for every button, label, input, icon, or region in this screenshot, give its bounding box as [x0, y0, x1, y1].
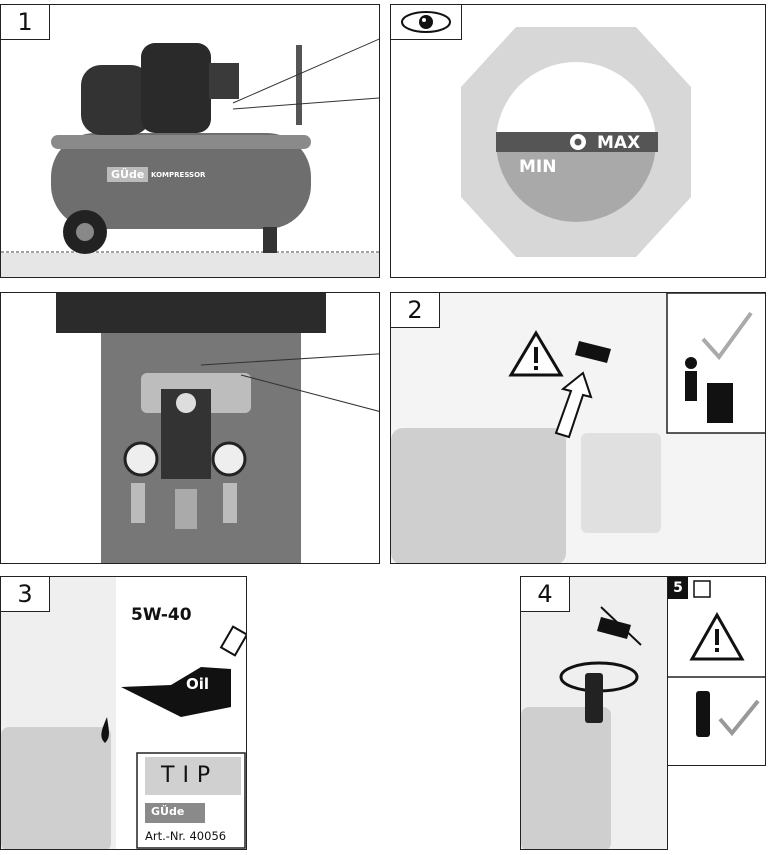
panel-2-remove-plug: 2: [390, 292, 766, 564]
plug-removal-illustration: [391, 293, 765, 563]
step-number-4: 4: [521, 577, 570, 612]
brand-badge: GÜde: [107, 167, 149, 182]
tip-title: TIP: [161, 763, 219, 788]
compressor-illustration: [1, 38, 379, 277]
check-illustration: [668, 580, 765, 737]
brand-sub-label: KOMPRESSOR: [151, 171, 206, 179]
gauge-max-label: MAX: [597, 133, 641, 153]
tip-brand-logo: GÜde: [151, 805, 185, 818]
gauge-illustration: [461, 27, 691, 257]
oil-fill-illustration: [1, 577, 246, 849]
panel-4-insert-breather: 4: [520, 576, 668, 850]
panel-oil-level-gauge: MAX MIN: [390, 4, 766, 278]
breather-insert-illustration: [521, 577, 667, 849]
gauge-min-label: MIN: [519, 157, 557, 177]
tip-article-number: Art.-Nr. 40056: [145, 829, 227, 843]
eye-icon: [391, 5, 462, 40]
panel-1-compressor: 1 GÜde KOMPRESSOR: [0, 4, 380, 278]
step-number-5: 5: [668, 577, 688, 599]
gauges-illustration: [56, 293, 379, 563]
oil-can-label: Oil: [186, 675, 210, 693]
panel-pressure-gauges: [0, 292, 380, 564]
step-number-3: 3: [1, 577, 50, 612]
panel-3-fill-oil: 3 5W-40 Oil TIP GÜde Art.-Nr. 40056: [0, 576, 247, 850]
panel-5-check: 5: [667, 576, 766, 766]
oil-grade-label: 5W-40: [131, 605, 192, 625]
step-number-1: 1: [1, 5, 50, 40]
step-number-2: 2: [391, 293, 440, 328]
